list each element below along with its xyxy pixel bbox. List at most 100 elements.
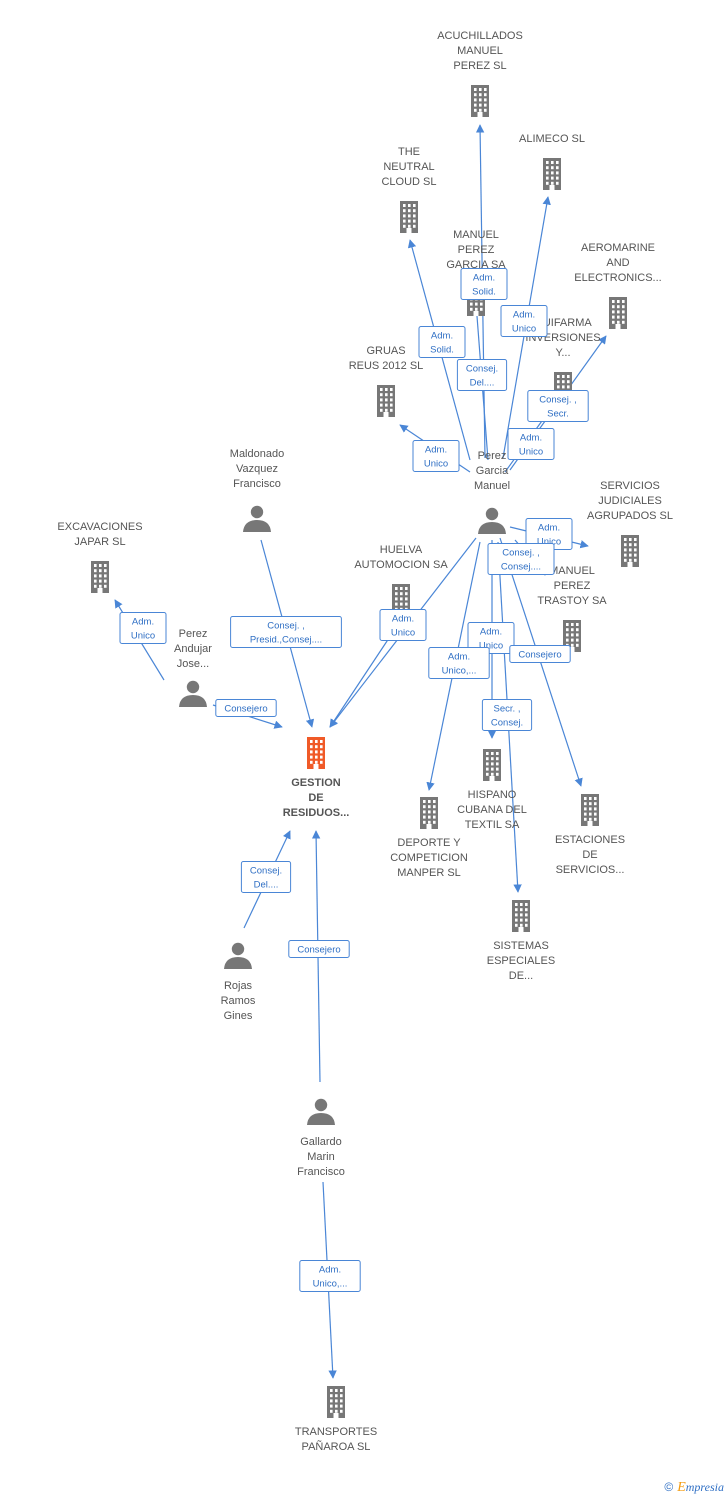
building-icon[interactable] <box>512 900 530 932</box>
node-label: SISTEMAS <box>493 940 549 952</box>
building-icon[interactable] <box>420 797 438 829</box>
relation-label-text: Adm. <box>392 614 414 625</box>
building-icon[interactable] <box>543 158 561 190</box>
node-label: DE... <box>509 970 533 982</box>
person-icon[interactable] <box>243 505 271 532</box>
node-gestion[interactable]: GESTIONDERESIDUOS... <box>283 737 350 819</box>
node-label: COMPETICION <box>390 852 468 864</box>
relation-label-text: Unico <box>537 537 561 548</box>
building-icon[interactable] <box>471 85 489 117</box>
relation-label[interactable]: Adm.Solid. <box>460 268 508 300</box>
relation-label[interactable]: Consejero <box>215 699 277 717</box>
relation-label[interactable]: Adm.Unico,... <box>299 1260 361 1292</box>
relation-label-box <box>288 940 350 958</box>
relation-label-text: Adm. <box>132 617 154 628</box>
relation-label[interactable]: Consej.Del.... <box>456 359 508 391</box>
relation-label-box <box>215 699 277 717</box>
node-label: SERVICIOS <box>600 480 660 492</box>
node-label: TEXTIL SA <box>465 819 520 831</box>
node-label: Perez <box>179 628 208 640</box>
node-sistemas[interactable]: SISTEMAS ESPECIALES DE... <box>487 900 555 982</box>
node-label: NEUTRAL <box>383 161 434 173</box>
person-icon[interactable] <box>179 680 207 707</box>
relation-label-box <box>507 428 555 460</box>
building-icon[interactable] <box>377 385 395 417</box>
relation-label[interactable]: Adm.Unico <box>467 622 515 654</box>
relation-label[interactable]: Consej.Del.... <box>240 861 292 893</box>
relation-label[interactable]: Adm. Unico <box>119 612 167 644</box>
relation-label[interactable]: Adm.Unico <box>379 609 427 641</box>
node-label: TRASTOY SA <box>537 595 607 607</box>
building-icon[interactable] <box>581 794 599 826</box>
relation-label-box <box>500 305 548 337</box>
relation-label-box <box>481 699 533 731</box>
person-icon[interactable] <box>224 942 252 969</box>
relation-label[interactable]: Adm.Unico <box>507 428 555 460</box>
relation-label-text: Unico <box>131 631 155 642</box>
node-label: PEREZ <box>458 244 495 256</box>
relation-label-text: Consej.... <box>501 562 541 573</box>
node-aeromarine[interactable]: AEROMARINEANDELECTRONICS... <box>574 242 662 329</box>
relation-label[interactable]: Consej. ,Presid.,Consej.... <box>230 616 342 648</box>
person-icon[interactable] <box>478 507 506 534</box>
relation-label-box <box>379 609 427 641</box>
relation-label[interactable]: Adm.Unico <box>500 305 548 337</box>
relation-label-text: Adm. <box>480 627 502 638</box>
building-icon[interactable] <box>307 737 325 769</box>
node-alimeco[interactable]: ALIMECO SL <box>519 133 585 190</box>
building-icon[interactable] <box>400 201 418 233</box>
node-label: Francisco <box>297 1166 345 1178</box>
relation-label-box <box>460 268 508 300</box>
relation-label-text: Unico <box>519 447 543 458</box>
relation-label[interactable]: Adm. Unico <box>525 518 573 550</box>
node-label: SERVICIOS... <box>556 864 625 876</box>
node-label: JAPAR SL <box>74 536 125 548</box>
relation-label[interactable]: Adm.Solid. <box>418 326 466 358</box>
node-label: ESPECIALES <box>487 955 555 967</box>
relation-label-text: Consej. , <box>539 395 577 406</box>
building-icon[interactable] <box>327 1386 345 1418</box>
relation-label-text: Adm. <box>538 523 560 534</box>
building-icon[interactable] <box>483 749 501 781</box>
relation-label-text: Consej. , <box>502 548 540 559</box>
node-pajose[interactable]: PerezAndujarJose... <box>174 628 212 707</box>
relation-label[interactable]: Secr. ,Consej. <box>481 699 533 731</box>
node-label: JUDICIALES <box>598 495 662 507</box>
relation-label-box <box>487 543 555 575</box>
relation-label[interactable]: Consejero <box>288 940 350 958</box>
node-label: QUIFARMA <box>534 317 592 329</box>
node-label: REUS 2012 SL <box>349 360 424 372</box>
building-icon[interactable] <box>621 535 639 567</box>
relation-label-box <box>299 1260 361 1292</box>
relation-label-box <box>467 622 515 654</box>
relation-label[interactable]: Consejero <box>509 645 571 663</box>
relation-label[interactable]: Adm.Unico,... <box>428 647 490 679</box>
relation-label[interactable]: Consej. , Consej.... <box>487 543 555 575</box>
node-label: DE <box>582 849 597 861</box>
person-icon[interactable] <box>307 1098 335 1125</box>
node-label: THE <box>398 146 420 158</box>
relation-label-text: Adm. <box>431 331 453 342</box>
building-icon[interactable] <box>609 297 627 329</box>
node-estaciones[interactable]: ESTACIONESDESERVICIOS... <box>555 794 625 876</box>
building-icon[interactable] <box>91 561 109 593</box>
relation-label[interactable]: Adm.Unico <box>412 440 460 472</box>
node-label: MANPER SL <box>397 867 461 879</box>
footer-brand[interactable]: ©Empresia <box>664 1480 724 1496</box>
relation-label-text: Adm. <box>425 445 447 456</box>
relation-label[interactable]: Consej. ,Secr. <box>527 390 589 422</box>
